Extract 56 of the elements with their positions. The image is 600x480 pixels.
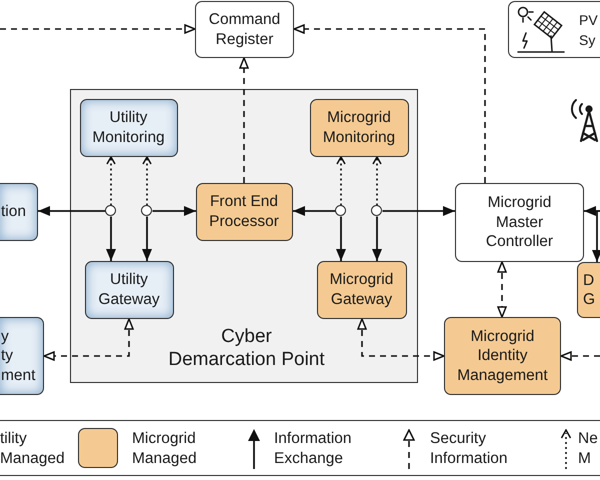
process-box (316, 260, 406, 318)
box-label: D G (582, 270, 596, 310)
legend-label: Ne M (578, 429, 598, 469)
box-label: Utility Gateway (97, 270, 161, 309)
process-box (0, 317, 44, 395)
legend-label: Microgrid Managed (132, 429, 197, 469)
junction-circle (105, 205, 116, 216)
dashed-arrow (0, 24, 196, 34)
junction-circle (371, 205, 382, 216)
process-box (444, 317, 561, 395)
arrow (152, 206, 196, 216)
dotted-arrow (336, 156, 346, 206)
box-label: PV Sy (579, 11, 598, 50)
dashed-arrow (293, 24, 486, 183)
dotted-arrow (372, 156, 382, 206)
dotted-arrow (106, 156, 116, 206)
process-box (195, 1, 294, 58)
box-label: tion (0, 202, 26, 222)
box-label: Microgrid Gateway (328, 270, 394, 309)
process-box (196, 182, 292, 240)
process-box (455, 183, 584, 262)
box-label: Microgrid Identity Management (456, 326, 549, 386)
arrow (382, 206, 455, 216)
dashed-arrow (357, 318, 445, 361)
arrow (336, 216, 346, 261)
dotted-arrow (142, 156, 152, 206)
arrow (584, 206, 600, 216)
box-label: Command Register (208, 10, 282, 49)
box-label: Utility Monitoring (91, 108, 166, 147)
junction-circle (335, 205, 346, 216)
junction-circle (141, 205, 152, 216)
process-box (0, 183, 38, 241)
arrow (106, 216, 116, 261)
box-label: Microgrid Monitoring (322, 108, 396, 147)
process-box (577, 262, 600, 318)
process-box (80, 98, 178, 156)
dashed-arrow (497, 261, 507, 318)
arrow (592, 211, 600, 262)
component-box (508, 1, 600, 58)
arrow (293, 206, 336, 216)
dashed-arrow (560, 351, 600, 361)
dashed-arrow (239, 57, 249, 183)
arrow (142, 216, 152, 261)
legend-label: tility Managed (0, 429, 65, 469)
boundary-box (70, 89, 418, 383)
process-box (310, 98, 408, 156)
zone-label: Cyber Demarcation Point (167, 324, 326, 370)
dashed-arrow (43, 318, 134, 361)
legend-label: Security Information (430, 429, 508, 469)
process-box (84, 260, 174, 318)
box-label: y ty ment (0, 326, 36, 386)
box-label: Microgrid Master Controller (484, 193, 554, 252)
arrow (38, 206, 106, 216)
box-label: Front End Processor (208, 192, 280, 231)
legend-label: Information Exchange (274, 429, 352, 469)
arrow (372, 216, 382, 261)
